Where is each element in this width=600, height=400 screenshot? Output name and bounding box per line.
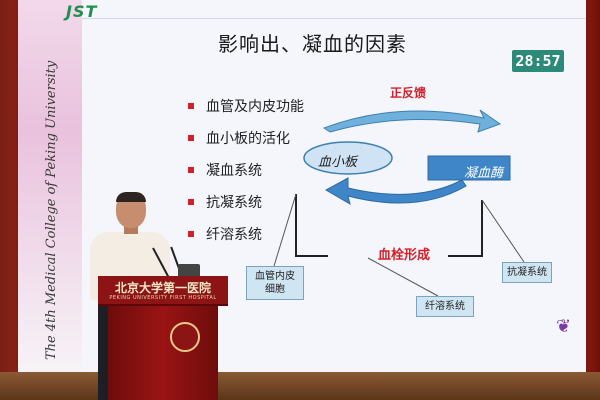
- bullet-square-icon: [188, 103, 194, 109]
- platelet-label: 血小板: [318, 155, 358, 170]
- callout-vessel: 血管内皮细胞: [246, 266, 304, 300]
- bullet-text: 凝血系统: [206, 163, 262, 179]
- countdown-timer: 28:57: [512, 50, 564, 72]
- slide-sidebar: The 4th Medical College of Peking Univer…: [18, 0, 82, 372]
- podium-hospital-name: 北京大学第一医院: [114, 281, 211, 295]
- feedback-arrow-bottom: [324, 177, 467, 206]
- thrombus-label: 血栓形成: [378, 248, 431, 263]
- bullet-text: 血小板的活化: [206, 131, 290, 147]
- bullet-text: 抗凝系统: [206, 195, 262, 211]
- bullet-list: 血管及内皮功能 血小板的活化 凝血系统 抗凝系统 纤溶系统: [188, 90, 304, 250]
- presenter-hair: [116, 192, 146, 202]
- coagulation-node: [427, 155, 511, 181]
- platelet-node: [303, 141, 393, 175]
- podium-seal-icon: [170, 322, 200, 352]
- bullet-item: 抗凝系统: [188, 186, 304, 218]
- podium-top: [98, 276, 228, 306]
- bullet-square-icon: [188, 231, 194, 237]
- bullet-text: 纤溶系统: [206, 227, 262, 243]
- pointer-vessel: [273, 193, 297, 267]
- bullet-square-icon: [188, 199, 194, 205]
- coagulation-label: 凝血酶: [464, 166, 504, 181]
- thrombus-bracket-right: [448, 200, 483, 257]
- presenter-neck: [124, 224, 138, 234]
- pointer-anticoag: [481, 199, 525, 263]
- bullet-square-icon: [188, 135, 194, 141]
- pointer-fibrinolytic: [367, 257, 439, 297]
- positive-feedback-label: 正反馈: [390, 86, 427, 100]
- slide-logo: JST: [66, 2, 98, 21]
- bullet-item: 血管及内皮功能: [188, 90, 304, 122]
- bullet-item: 纤溶系统: [188, 218, 304, 250]
- bullet-item: 凝血系统: [188, 154, 304, 186]
- projection-screen: The 4th Medical College of Peking Univer…: [18, 0, 586, 372]
- callout-fibrinolytic: 纤溶系统: [416, 296, 474, 317]
- bullet-text: 血管及内皮功能: [206, 99, 304, 115]
- slide-title: 影响出、凝血的因素: [218, 32, 407, 56]
- slide-divider: [82, 18, 586, 19]
- bullet-item: 血小板的活化: [188, 122, 304, 154]
- slide-footer-logo-icon: ❦: [556, 316, 572, 337]
- feedback-arrow-top: [322, 109, 502, 133]
- desk-nameplate: [178, 264, 200, 278]
- bullet-square-icon: [188, 167, 194, 173]
- callout-anticoagulant: 抗凝系统: [502, 262, 552, 283]
- podium-hospital-subtitle: PEKING UNIVERSITY FIRST HOSPITAL: [109, 295, 217, 301]
- thrombus-bracket: [295, 194, 328, 257]
- feedback-diagram: [273, 109, 525, 297]
